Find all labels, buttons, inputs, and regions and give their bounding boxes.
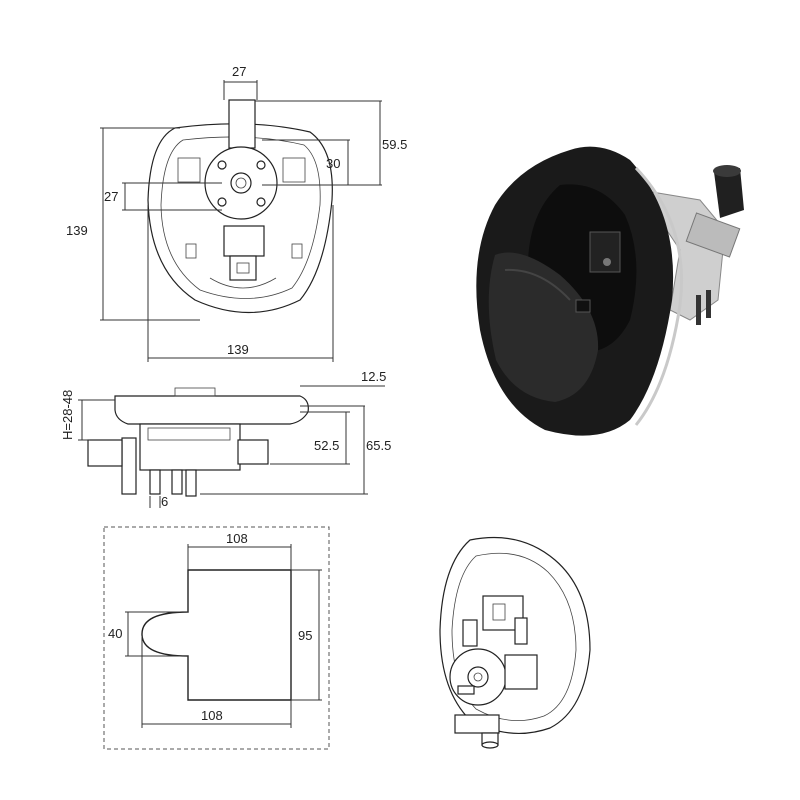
- back-bottom-tab: [454, 714, 500, 734]
- photo-stem: [714, 168, 744, 218]
- front-hub-inner: [235, 177, 247, 189]
- front-bottom-arc: [209, 277, 277, 289]
- side-gear: [147, 427, 231, 441]
- front-inner-body: [160, 136, 321, 299]
- back-bracket-slot: [492, 603, 506, 621]
- dim-h-range: H=28-48: [60, 390, 75, 440]
- side-pin-2: [171, 469, 183, 495]
- photo-lever-highlight: [504, 268, 571, 301]
- front-hub: [230, 172, 252, 194]
- front-bolt-2: [256, 160, 266, 170]
- side-tube: [87, 439, 123, 467]
- dim-52-5: 52.5: [314, 438, 339, 453]
- side-view: 12.5 H=28-48 52.5 65.5 6: [60, 369, 391, 509]
- photo-mechanism-hole: [603, 258, 611, 266]
- back-tab-left: [462, 619, 478, 647]
- front-latch: [223, 225, 265, 257]
- front-bolt-4: [256, 197, 266, 207]
- photo-lever: [488, 252, 599, 402]
- photo-mechanism: [589, 231, 621, 273]
- side-pin-1: [149, 469, 161, 495]
- side-top-cap: [174, 387, 216, 397]
- back-inner-body: [451, 552, 577, 721]
- cutout-view: 108 40 95 108: [103, 526, 330, 750]
- photo-screw: [706, 290, 711, 318]
- side-pin-3: [185, 469, 197, 497]
- photo-rim: [634, 166, 684, 426]
- back-screw: [457, 685, 475, 695]
- back-tab-right: [514, 617, 528, 645]
- front-bolt-1: [217, 160, 227, 170]
- back-hub: [467, 666, 489, 688]
- dim-6: 6: [161, 494, 168, 509]
- side-latch-block: [237, 439, 269, 465]
- dim-108-top: 108: [226, 531, 248, 546]
- side-flange: [114, 395, 309, 425]
- dim-65-5: 65.5: [366, 438, 391, 453]
- front-pocket-left: [177, 157, 201, 183]
- dim-40: 40: [108, 626, 122, 641]
- front-latch-block: [229, 255, 257, 281]
- front-slot-left: [185, 243, 197, 259]
- photo-bracket-plate: [685, 212, 741, 258]
- photo-mechanism-slot: [575, 299, 591, 313]
- front-view: 27 59.5 30 27 139 139: [66, 64, 407, 362]
- side-tab: [121, 437, 137, 495]
- product-photo-handle: [476, 146, 744, 436]
- dim-27-left: 27: [104, 189, 118, 204]
- dim-12-5: 12.5: [361, 369, 386, 384]
- dim-59-5: 59.5: [382, 137, 407, 152]
- photo-stem-top: [713, 165, 741, 177]
- back-view-sketch: [439, 536, 591, 749]
- side-body: [139, 423, 241, 471]
- front-latch-screw: [236, 262, 250, 274]
- back-hub-inner: [473, 672, 483, 682]
- front-stem: [228, 99, 256, 149]
- front-slot-right: [291, 243, 303, 259]
- dim-95: 95: [298, 628, 312, 643]
- front-pocket-right: [282, 157, 306, 183]
- cutout-frame: [103, 526, 330, 750]
- front-bolt-3: [217, 197, 227, 207]
- back-side-arm: [504, 654, 538, 690]
- back-stem-end: [481, 741, 499, 749]
- cutout-shape: [141, 569, 292, 701]
- dim-139-horizontal: 139: [227, 342, 249, 357]
- dim-27-top: 27: [232, 64, 246, 79]
- dim-30: 30: [326, 156, 340, 171]
- photo-screw: [696, 295, 701, 325]
- dim-139-vertical: 139: [66, 223, 88, 238]
- dim-108-bottom: 108: [201, 708, 223, 723]
